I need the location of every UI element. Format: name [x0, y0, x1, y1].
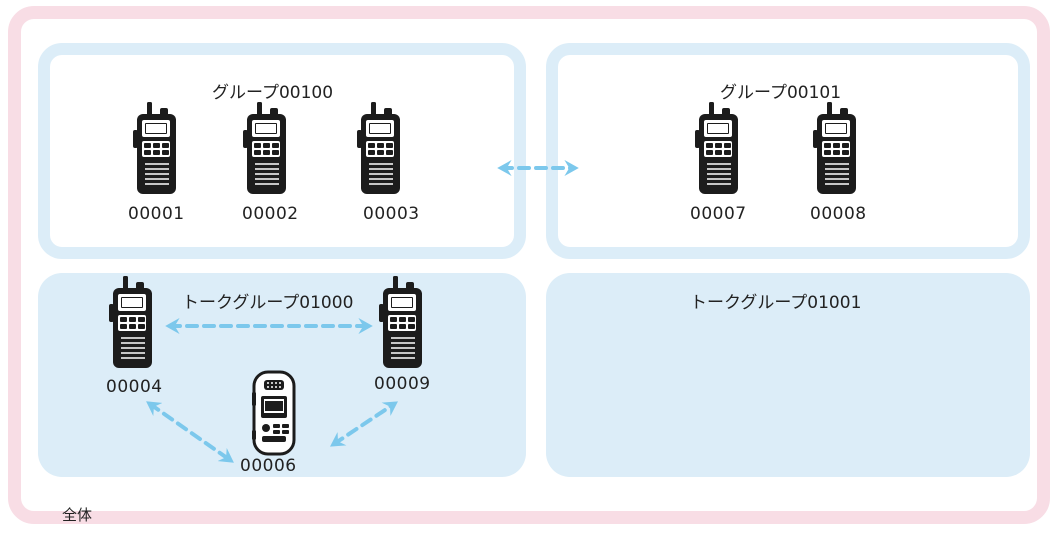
device-id-00006: 00006 [240, 456, 297, 476]
device-id-00004: 00004 [106, 377, 163, 397]
group-00101-title: グループ00101 [720, 83, 842, 103]
device-id-00009: 00009 [374, 374, 431, 394]
talkgroup-01000-title: トークグループ01000 [182, 293, 354, 313]
device-id-00001: 00001 [128, 204, 185, 224]
group-00101-box [546, 43, 1030, 259]
talk-link-arrow-right [330, 401, 398, 447]
talk-link-arrow-left [146, 401, 234, 463]
device-id-00002: 00002 [242, 204, 299, 224]
device-id-00003: 00003 [363, 204, 420, 224]
group-00100-title: グループ00100 [212, 83, 334, 103]
all-area-label: 全体 [62, 506, 93, 524]
talkgroup-01001-box [546, 273, 1030, 477]
device-id-00007: 00007 [690, 204, 747, 224]
device-id-00008: 00008 [810, 204, 867, 224]
talkgroup-01001-title: トークグループ01001 [690, 293, 862, 313]
